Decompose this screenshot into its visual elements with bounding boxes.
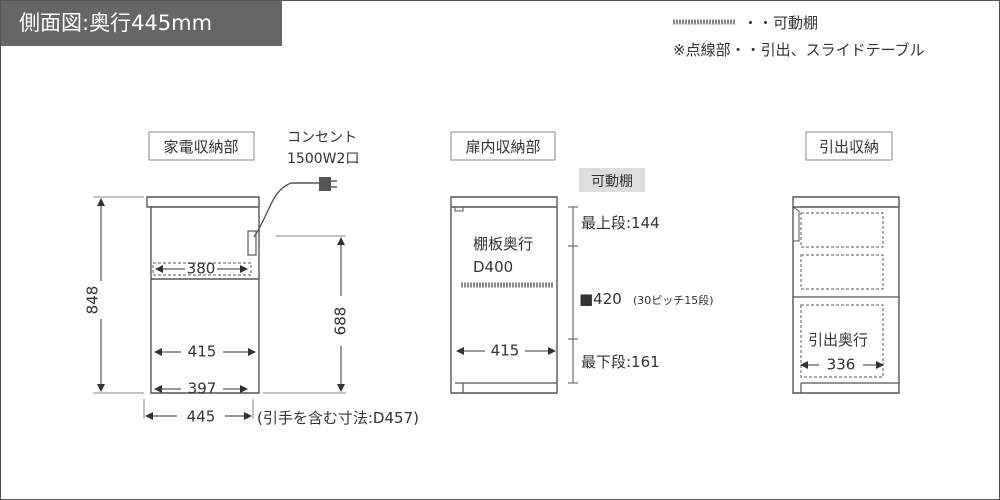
top-level-label: 最上段:144 bbox=[581, 214, 660, 232]
appliance-section: 家電収納部 コンセント 1500W2口 380 415 bbox=[84, 130, 419, 427]
dim-445: 445 bbox=[187, 408, 216, 426]
drawer-cabinet-outline bbox=[792, 196, 900, 394]
pitch-main-label: ■420 bbox=[579, 290, 622, 308]
door-cabinet-outline bbox=[450, 196, 558, 394]
door-label: 扉内収納部 bbox=[465, 138, 540, 156]
drawer-lower bbox=[800, 304, 884, 378]
shelf-depth-line2: D400 bbox=[473, 258, 513, 276]
movable-shelf-tag-text: 可動棚 bbox=[591, 174, 633, 190]
dim-397: 397 bbox=[188, 380, 217, 398]
door-label-box bbox=[450, 131, 556, 161]
legend: ・・可動棚 ※点線部・・引出、スライドテーブル bbox=[673, 14, 925, 59]
outlet-label-line1: コンセント bbox=[287, 130, 357, 146]
appliance-cabinet-outline bbox=[146, 196, 260, 394]
drawer-middle bbox=[800, 254, 884, 290]
dim-688: 688 bbox=[332, 307, 350, 336]
page-title: 側面図:奥行445mm bbox=[1, 1, 282, 46]
pitch-note-label: (30ピッチ15段) bbox=[633, 293, 714, 307]
dim-336: 336 bbox=[827, 356, 856, 374]
drawer-label: 引出収納 bbox=[819, 138, 879, 156]
drawer-depth-label: 引出奥行 bbox=[808, 331, 868, 349]
movable-shelf-tag bbox=[579, 168, 645, 192]
plug-icon bbox=[319, 177, 331, 191]
dim-380: 380 bbox=[187, 260, 216, 278]
drawer-section: 引出収納 引出奥行 336 bbox=[792, 131, 900, 394]
dim-415-door: 415 bbox=[491, 342, 520, 360]
drawer-label-box bbox=[805, 131, 893, 161]
outlet-icon bbox=[247, 230, 257, 256]
outlet-label-line2: 1500W2口 bbox=[287, 151, 359, 167]
appliance-label-box bbox=[148, 131, 255, 161]
door-section: 扉内収納部 可動棚 棚板奥行 D400 415 最上段:144 ■420 (30… bbox=[450, 131, 714, 394]
appliance-label: 家電収納部 bbox=[163, 138, 238, 156]
dim-415-appliance: 415 bbox=[188, 343, 217, 361]
dim-445-note: (引手を含む寸法:D457) bbox=[257, 409, 419, 427]
dim-848: 848 bbox=[84, 286, 102, 315]
outlet-cord bbox=[253, 182, 319, 238]
bottom-level-label: 最下段:161 bbox=[581, 353, 660, 371]
shelf-depth-line1: 棚板奥行 bbox=[473, 235, 533, 253]
legend-dotted-note: ※点線部・・引出、スライドテーブル bbox=[673, 41, 925, 59]
drawer-upper bbox=[800, 212, 884, 248]
legend-movable-shelf: ・・可動棚 bbox=[743, 14, 818, 32]
